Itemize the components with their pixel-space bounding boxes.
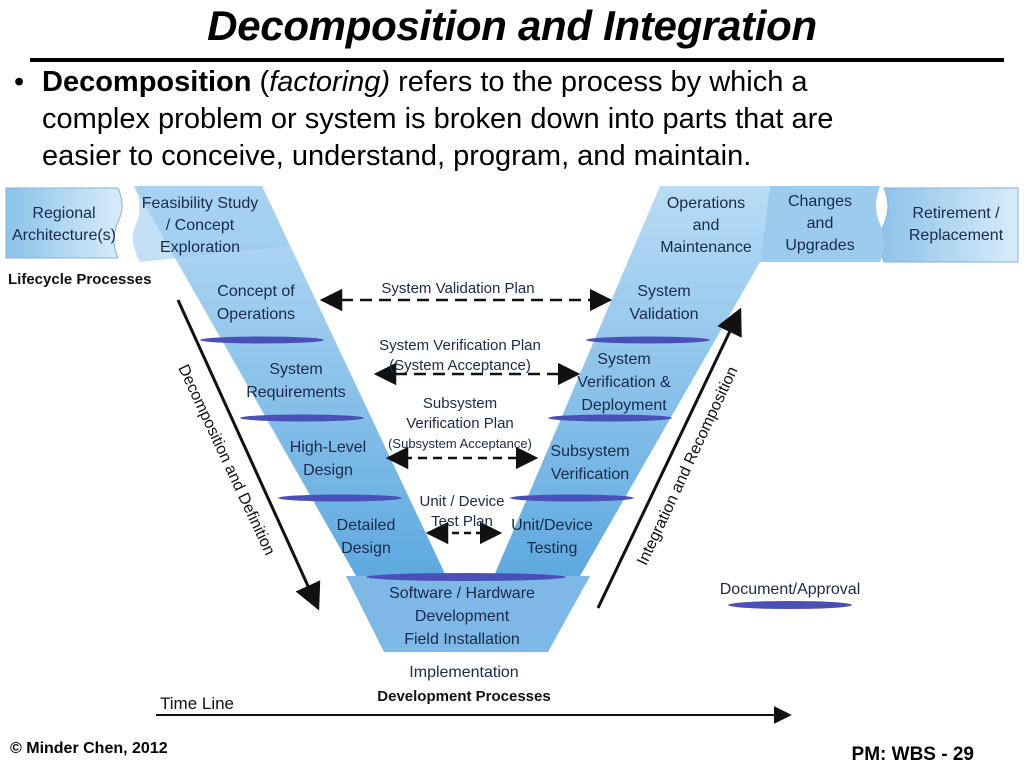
term-factoring: factoring): [269, 66, 391, 98]
development-processes-label: Development Processes: [377, 688, 550, 705]
changes-upgrades-box: [760, 186, 884, 262]
divider-ellipse: [240, 414, 364, 422]
system-validation-plan-label: System Validation Plan: [381, 280, 534, 297]
legend-label: Document/Approval: [720, 581, 861, 598]
bullet-dot: •: [14, 66, 25, 98]
page-number-footer: PM: WBS - 29: [851, 744, 974, 765]
regional-architecture-box: [5, 187, 123, 259]
implementation-label: Implementation: [409, 664, 518, 681]
slide-title: Decomposition and Integration: [207, 2, 817, 49]
divider-ellipse: [278, 494, 402, 502]
divider-ellipse: [548, 414, 672, 422]
divider-ellipse: [510, 494, 634, 502]
bullet-line3: easier to conceive, understand, program,…: [42, 140, 752, 172]
v-right-arm: [494, 186, 770, 576]
v-bottom-block: [346, 576, 590, 652]
retirement-replacement-label: Retirement /Replacement: [909, 205, 1004, 244]
divider-ellipse: [200, 336, 324, 344]
copyright-footer: © Minder Chen, 2012: [10, 740, 168, 757]
system-verification-plan-label: System Verification Plan(System Acceptan…: [379, 337, 541, 374]
paren-open: (: [251, 66, 270, 98]
retirement-replacement-box: [879, 187, 1019, 263]
v-left-arm: [134, 186, 446, 576]
lifecycle-processes-label: Lifecycle Processes: [8, 271, 151, 288]
legend-swatch: [728, 601, 852, 609]
timeline-label: Time Line: [160, 694, 234, 713]
bullet-text: Decomposition (factoring) refers to the …: [42, 64, 1002, 175]
decomposition-arrow: [176, 299, 321, 611]
divider-ellipse: [366, 573, 566, 581]
term-decomposition: Decomposition: [42, 66, 252, 98]
bullet-line2: complex problem or system is broken down…: [42, 103, 834, 135]
divider-ellipse: [586, 336, 710, 344]
feasibility-box: [132, 186, 290, 262]
bullet-line1-rest: refers to the process by which a: [390, 66, 808, 98]
integration-arrow: [596, 307, 742, 609]
title-underline: [30, 58, 1004, 62]
